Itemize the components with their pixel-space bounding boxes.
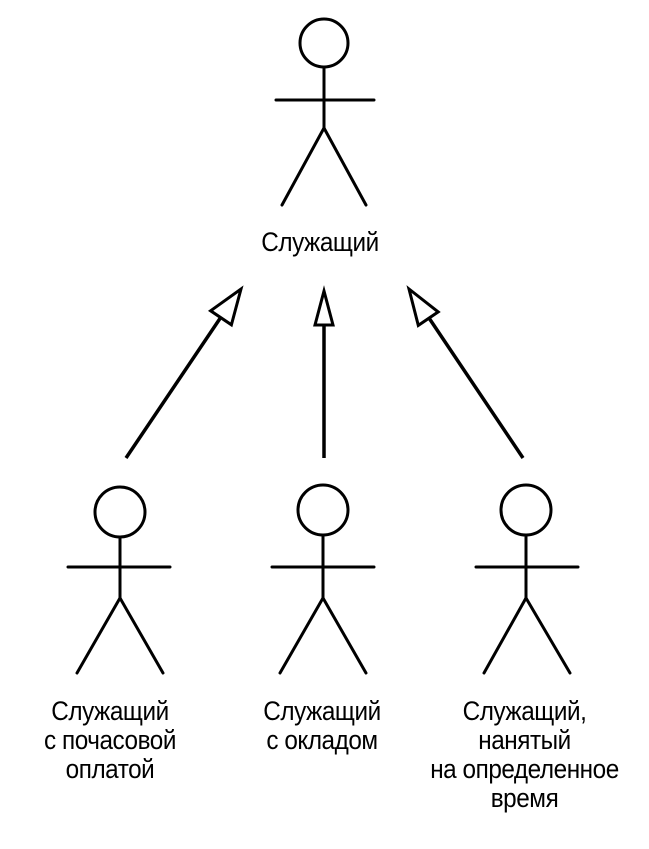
actor-contract-employee-left-leg [482, 596, 528, 675]
generalization-arrow-hourly [124, 285, 244, 459]
generalization-arrow-contract [406, 285, 525, 459]
actor-salaried-employee-left-leg [278, 596, 325, 675]
actor-hourly-employee-right-leg [118, 596, 165, 675]
actor-contract-employee-label-line-4: время [490, 783, 559, 813]
actor-salaried-employee-label-line-2: с окладом [266, 725, 378, 755]
actor-salaried-employee-label: Служащий с окладом [223, 697, 421, 755]
actor-salaried-employee-right-leg [321, 596, 368, 675]
actor-hourly-employee-label-line-3: оплатой [65, 754, 155, 784]
actor-employee-label: Служащий [212, 228, 428, 257]
generalization-line-hourly [124, 316, 223, 459]
actor-employee-right-leg [322, 126, 368, 207]
actor-contract-employee-label-line-2: нанятый [478, 725, 571, 755]
actor-contract-employee-label: Служащий, нанятый на определенное время [412, 697, 636, 813]
actor-hourly-employee-left-leg [75, 596, 122, 675]
hollow-triangle-arrowhead-icon [406, 285, 441, 328]
actor-contract-employee [474, 483, 580, 675]
actor-hourly-employee-label-line-2: с почасовой [44, 725, 176, 755]
actor-hourly-employee [66, 485, 172, 675]
generalization-arrow-salaried [313, 285, 335, 458]
hollow-triangle-arrowhead-icon [207, 285, 244, 328]
actor-contract-employee-right-leg [524, 596, 572, 675]
hollow-triangle-arrowhead-icon [313, 285, 335, 327]
actor-hourly-employee-head [93, 485, 147, 539]
actor-contract-employee-label-line-3: на определенное [430, 754, 619, 784]
actor-contract-employee-head [499, 483, 553, 537]
actor-employee-head [298, 17, 350, 69]
generalization-line-contract [427, 317, 525, 459]
actor-salaried-employee [270, 483, 376, 675]
actor-salaried-employee-label-line-1: Служащий [263, 696, 381, 726]
actor-employee-label-line-1: Служащий [261, 227, 379, 257]
actor-hourly-employee-label-line-1: Служащий [51, 696, 169, 726]
actor-hourly-employee-label: Служащий с почасовой оплатой [11, 697, 209, 784]
actor-employee-left-leg [280, 126, 326, 207]
actor-contract-employee-label-line-1: Служащий, [462, 696, 587, 726]
actor-salaried-employee-head [296, 483, 350, 537]
actor-employee [274, 17, 376, 207]
